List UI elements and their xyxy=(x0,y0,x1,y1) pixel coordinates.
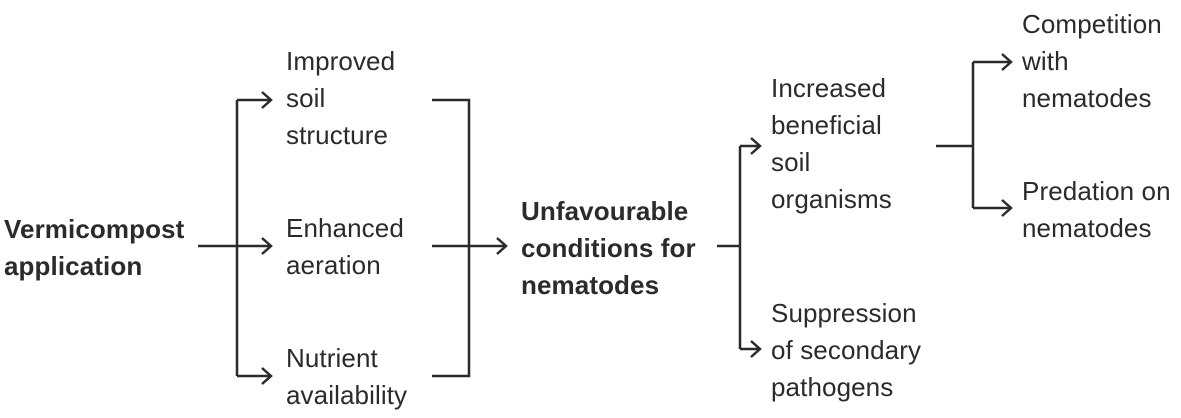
arrowhead-nutrients xyxy=(261,367,273,385)
node-vermicompost-application: Vermicompost application xyxy=(4,214,185,281)
merge-bracket-line xyxy=(432,98,471,378)
arrowhead-competition xyxy=(1001,53,1013,71)
arrowhead-beneficial xyxy=(750,137,762,155)
node-nutrient-availability: Nutrient availability xyxy=(286,343,408,410)
arrowhead-soil-structure xyxy=(261,91,273,109)
node-increased-beneficial-organisms: Increased beneficial soil organisms xyxy=(771,73,892,214)
node-enhanced-aeration: Enhanced aeration xyxy=(286,213,404,280)
arrowhead-aeration xyxy=(261,237,273,255)
node-unfavourable-conditions: Unfavourable conditions for nematodes xyxy=(521,196,696,300)
node-predation-on-nematodes: Predation on nematodes xyxy=(1022,176,1171,243)
arrowhead-predation xyxy=(1001,199,1013,217)
node-suppression-secondary-pathogens: Suppression of secondary pathogens xyxy=(771,298,922,402)
node-competition-with-nematodes: Competition with nematodes xyxy=(1022,9,1162,113)
node-improved-soil-structure: Improved soil structure xyxy=(286,46,396,150)
arrowhead-suppression xyxy=(750,340,762,358)
arrowhead-conditions xyxy=(496,237,508,255)
